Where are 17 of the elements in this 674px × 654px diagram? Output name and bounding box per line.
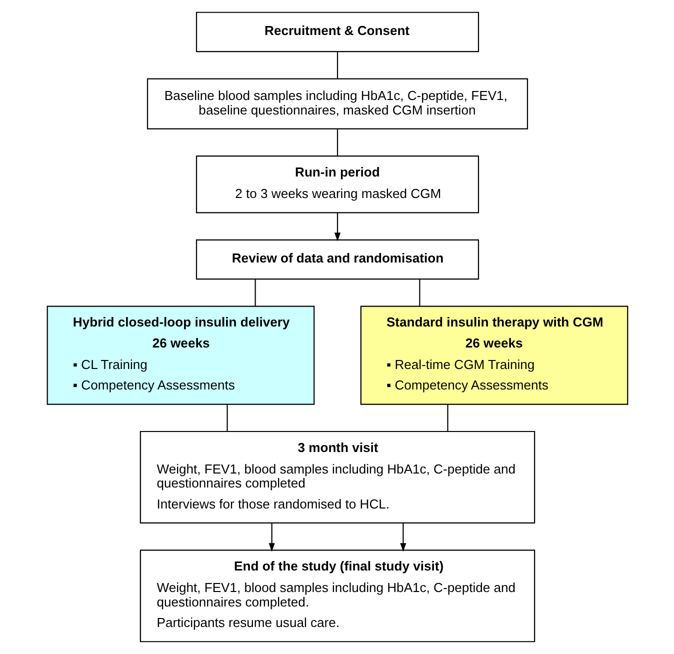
arrow: [400, 523, 406, 552]
connector: [336, 52, 338, 79]
node-box: Recruitment & Consent: [195, 12, 479, 52]
node-box: End of the study (final study visit) Weight, FEV1, blood samples including HbA1c, C-peptide and questionnaires completed. Participants resume usual care.: [139, 550, 535, 642]
arrow: [268, 523, 274, 552]
node-box: 3 month visit Weight, FEV1, blood samples including HbA1c, C-peptide and questionnaires completed Interviews for those randomised to HCL.: [139, 430, 535, 524]
connector: [446, 404, 448, 432]
node-box: Run-in period 2 to 3 weeks wearing masked CGM: [195, 156, 479, 214]
node-box: Review of data and randomisation: [195, 239, 479, 280]
connector: [336, 128, 338, 156]
node-box: Baseline blood samples including HbA1c, C-peptide, FEV1, baseline questionnaires, masked CGM insertion: [146, 78, 528, 130]
connector: [254, 279, 256, 306]
arrow: [334, 212, 340, 242]
node-box: Standard insulin therapy with CGM 26 weeks ▪ Real-time CGM Training ▪ Competency Assessments: [360, 306, 628, 405]
connector: [226, 404, 228, 432]
node-box: Hybrid closed-loop insulin delivery 26 weeks ▪ CL Training ▪ Competency Assessments: [46, 306, 314, 405]
connector: [418, 279, 420, 306]
